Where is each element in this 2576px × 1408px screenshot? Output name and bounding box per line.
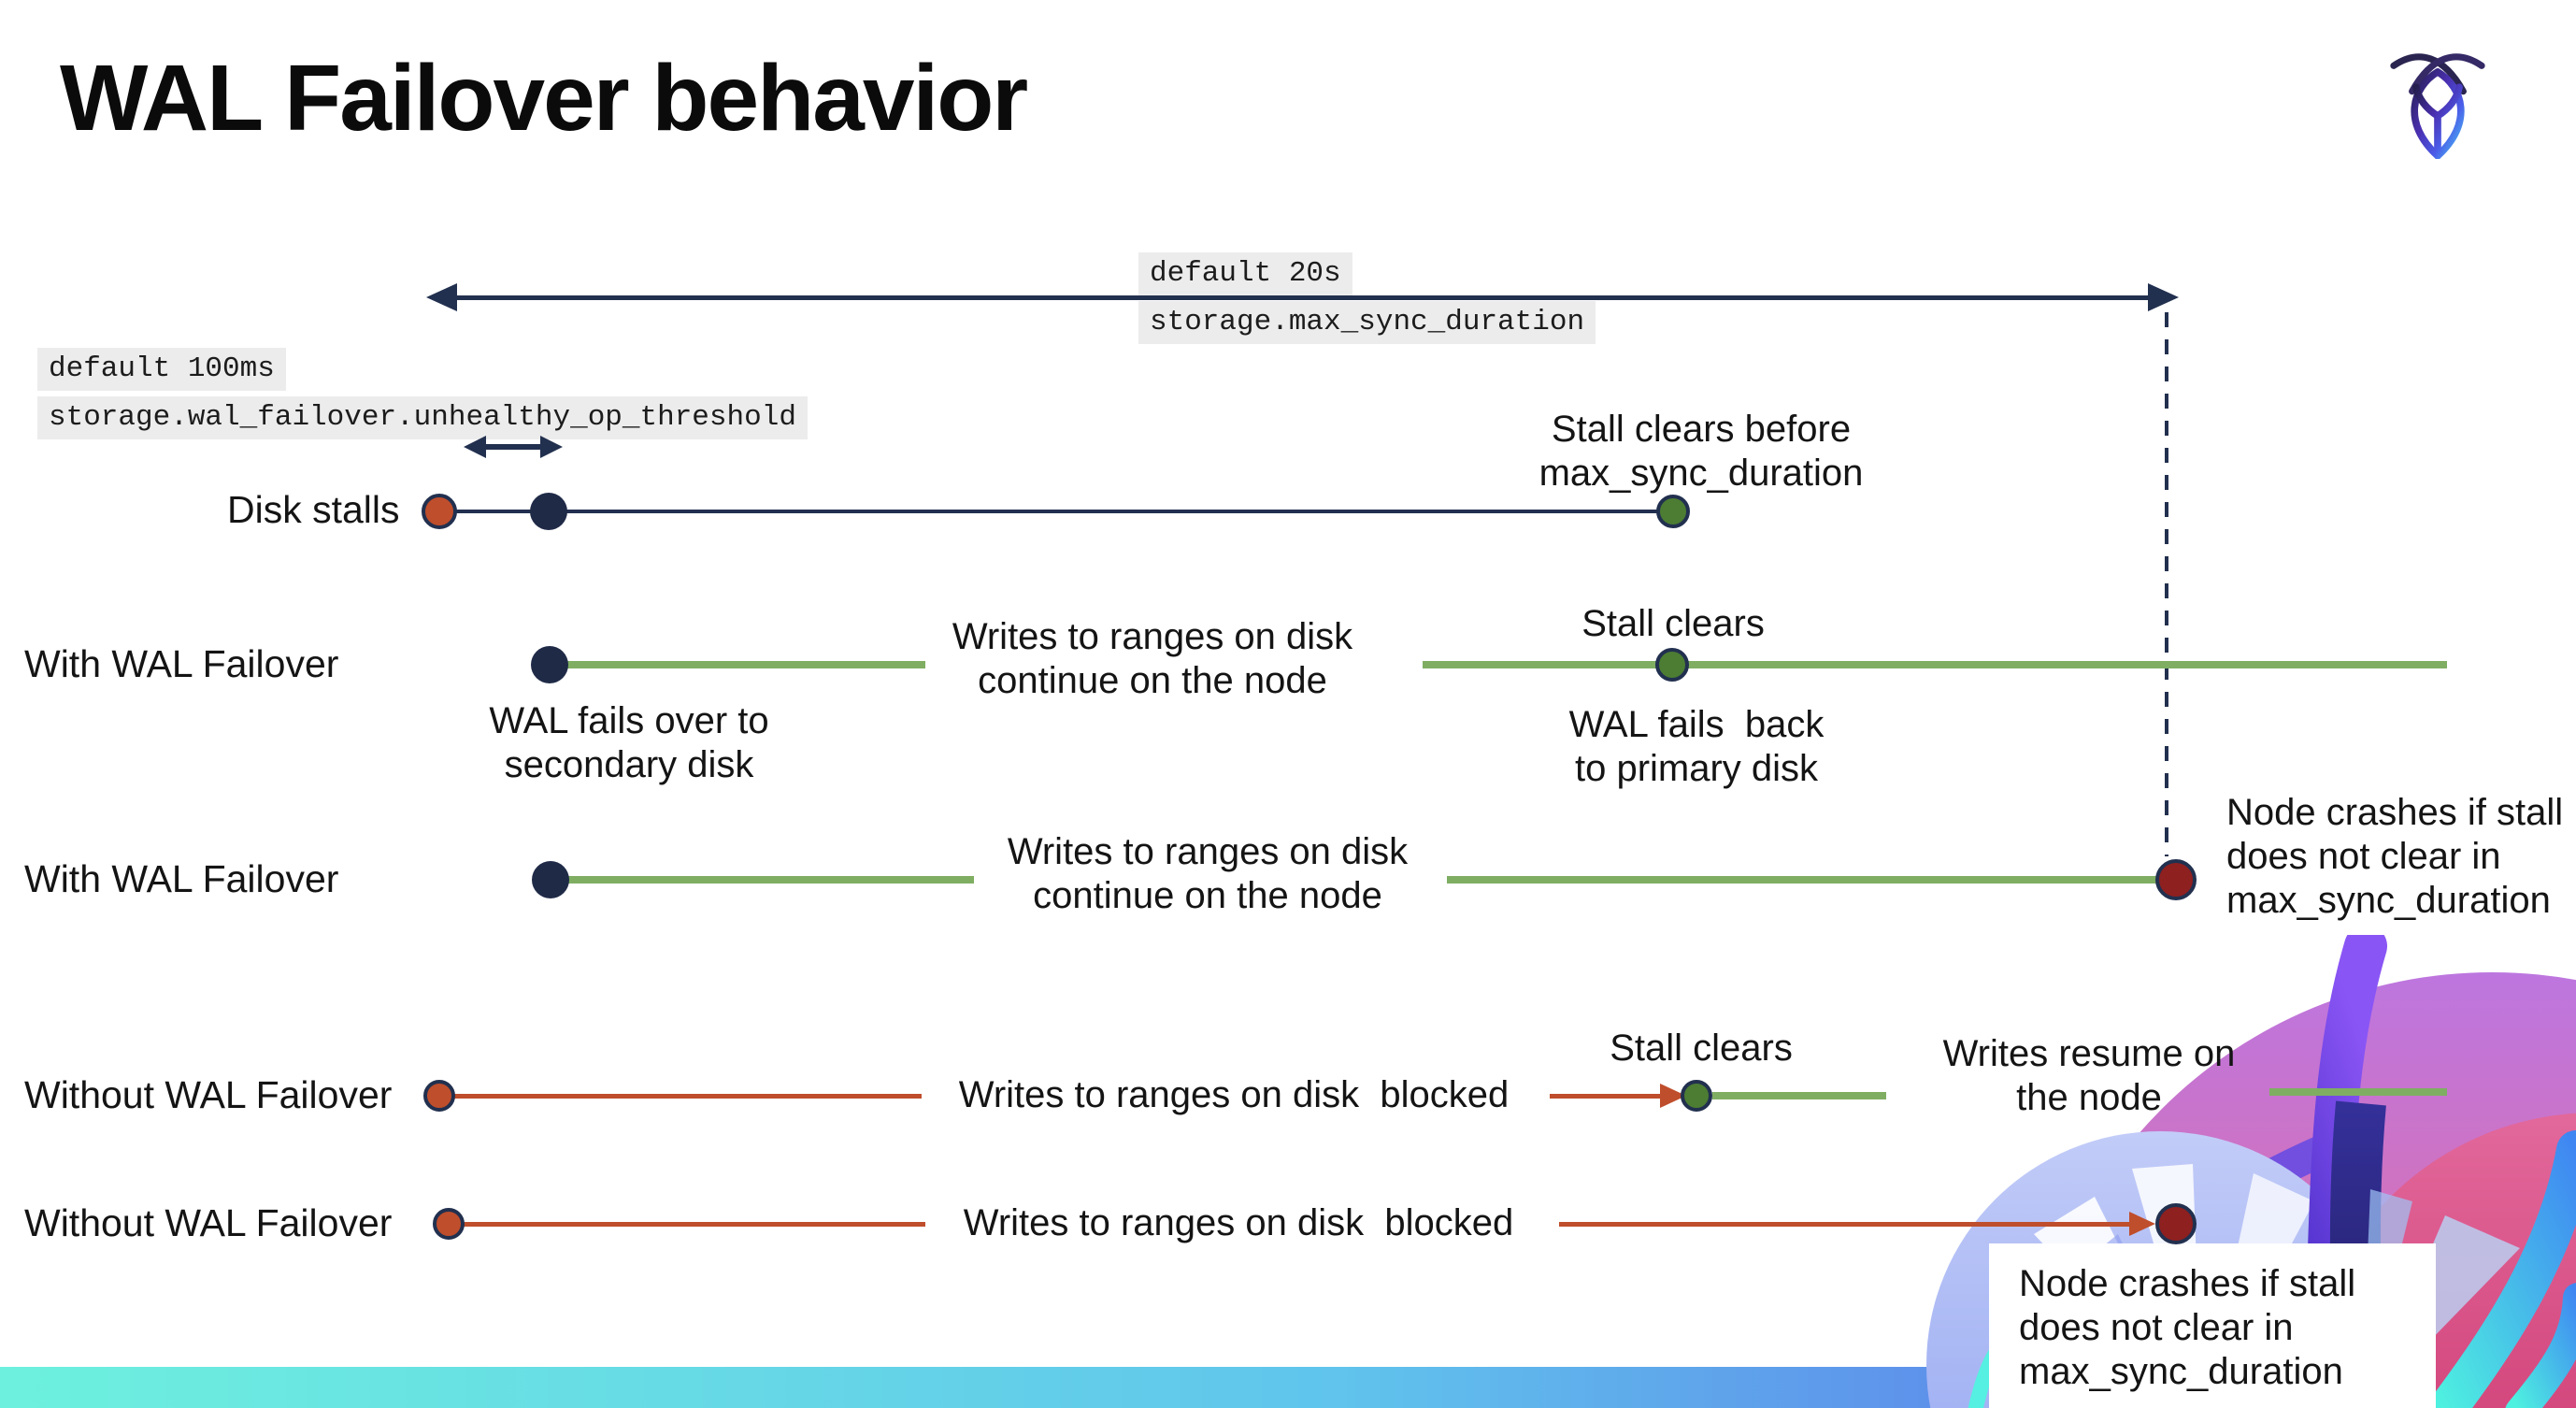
row-label-disk-stalls: Disk stalls xyxy=(227,488,400,531)
span-arrowhead-right-icon xyxy=(2148,283,2179,311)
stall-clears-label-2: Stall clears xyxy=(1581,603,1765,644)
failover-note: WAL fails over to secondary disk xyxy=(489,700,769,785)
green-segment-3a xyxy=(1712,1092,1886,1099)
red-segment-2a xyxy=(456,1222,925,1227)
failback-note: WAL fails back to primary disk xyxy=(1568,704,1825,789)
threshold-default-tag: default 100ms xyxy=(37,348,286,392)
node-crash-note-2: Node crashes if stall does not clear in … xyxy=(2019,1263,2356,1392)
crash-note-card xyxy=(1989,1243,2436,1408)
stall-start-dot-1 xyxy=(423,1080,455,1112)
dashed-connector xyxy=(2165,312,2168,856)
stall-clears-dot-2 xyxy=(1655,648,1689,682)
node-crash-dot-2 xyxy=(2155,1203,2197,1244)
green-segment-1a xyxy=(553,661,925,668)
failover-start-dot-1 xyxy=(531,646,568,683)
threshold-reached-dot xyxy=(530,493,567,530)
cockroachdb-logo-icon xyxy=(2385,41,2490,159)
stall-start-dot-2 xyxy=(433,1208,465,1240)
row-label-without-wal-failover-2: Without WAL Failover xyxy=(24,1201,393,1244)
red-segment-1b xyxy=(1550,1094,1667,1099)
failover-start-dot-2 xyxy=(532,861,569,898)
red-segment-1a xyxy=(447,1094,922,1099)
stall-clears-dot xyxy=(1656,495,1690,528)
stall-clears-dot-3 xyxy=(1681,1080,1712,1112)
threshold-setting-tag: storage.wal_failover.unhealthy_op_thresh… xyxy=(37,396,808,440)
threshold-arrowhead-left-icon xyxy=(464,436,486,458)
disk-stalls-timeline xyxy=(439,510,1673,513)
row-label-without-wal-failover-1: Without WAL Failover xyxy=(24,1073,393,1116)
red-segment-2b xyxy=(1559,1222,2135,1227)
writes-blocked-note-1: Writes to ranges on disk blocked xyxy=(958,1074,1510,1115)
disk-stall-start-dot xyxy=(422,494,457,529)
span-arrow-line xyxy=(454,295,2154,300)
green-segment-2b xyxy=(1447,876,2176,884)
stall-clears-label-3: Stall clears xyxy=(1610,1027,1793,1069)
page-title: WAL Failover behavior xyxy=(60,46,1028,151)
threshold-arrowhead-right-icon xyxy=(540,436,563,458)
writes-continue-note-1: Writes to ranges on disk continue on the… xyxy=(952,616,1353,701)
max-sync-default-tag: default 20s xyxy=(1138,252,1352,296)
green-segment-3b xyxy=(2269,1088,2447,1096)
threshold-arrow-line xyxy=(482,444,544,450)
span-arrowhead-left-icon xyxy=(426,283,457,311)
writes-blocked-note-2: Writes to ranges on disk blocked xyxy=(963,1202,1514,1243)
stall-clears-before-note: Stall clears before max_sync_duration xyxy=(1538,409,1864,494)
node-crash-note-1: Node crashes if stall does not clear in … xyxy=(2226,792,2564,921)
row-label-with-wal-failover-2: With WAL Failover xyxy=(24,857,339,900)
writes-resume-note: Writes resume on the node xyxy=(1942,1033,2236,1118)
node-crash-dot-1 xyxy=(2155,859,2197,900)
row-label-with-wal-failover-1: With WAL Failover xyxy=(24,642,339,685)
writes-continue-note-2: Writes to ranges on disk continue on the… xyxy=(1007,831,1409,916)
max-sync-setting-tag: storage.max_sync_duration xyxy=(1138,301,1596,345)
green-segment-1b xyxy=(1423,661,2447,668)
red-arrowhead-2-icon xyxy=(2129,1212,2155,1236)
green-segment-2a xyxy=(553,876,974,884)
